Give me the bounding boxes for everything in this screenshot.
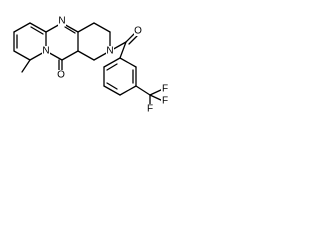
bond	[13, 22, 31, 33]
atom-label-layer: N N N O O F F F	[42, 16, 169, 115]
molecule-diagram: N N N O O F F F	[13, 16, 169, 115]
bond	[135, 85, 151, 96]
bond	[77, 50, 95, 61]
nitrogen-atom-label: N	[58, 16, 65, 27]
bond	[128, 35, 138, 45]
fluorine-atom-label: F	[162, 96, 168, 107]
fluorine-atom-label: F	[162, 84, 168, 95]
bond	[77, 22, 95, 33]
bond	[103, 57, 121, 68]
nitrogen-atom-label: N	[106, 46, 113, 57]
bond	[21, 59, 31, 73]
bond	[149, 94, 164, 102]
bond	[125, 33, 135, 43]
fluorine-atom-label: F	[147, 104, 153, 115]
bond	[64, 26, 76, 34]
bond	[30, 26, 44, 35]
bond	[119, 41, 127, 59]
structure-canvas: N N N O O F F F	[0, 0, 176, 132]
bond	[149, 88, 164, 96]
bond	[106, 63, 118, 71]
bond	[93, 22, 111, 33]
bond	[13, 50, 31, 61]
bond	[103, 85, 121, 96]
bond	[119, 57, 137, 68]
oxygen-atom-label: O	[57, 70, 65, 81]
bond	[29, 22, 47, 33]
bond	[119, 85, 137, 96]
bond	[106, 82, 118, 90]
bond	[61, 50, 79, 61]
nitrogen-atom-label: N	[42, 46, 49, 57]
oxygen-atom-label: O	[134, 26, 142, 37]
